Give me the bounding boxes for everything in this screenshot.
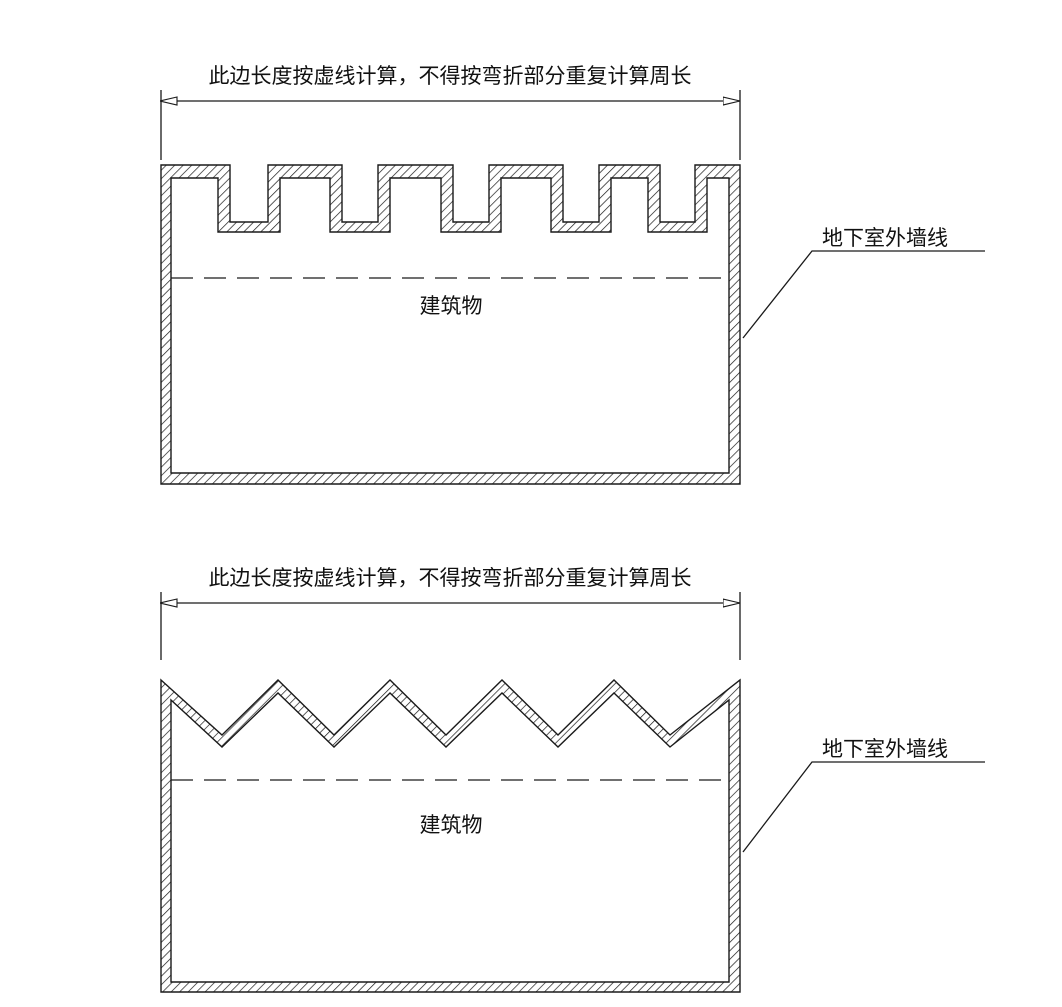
leader-line-top xyxy=(742,250,985,339)
dimension-line-top xyxy=(161,90,741,160)
figure-zigzag: 此边长度按虚线计算，不得按弯折部分重复计算周长 建筑物 地下室外墙线 xyxy=(160,566,985,993)
basement-wall-rect xyxy=(160,164,741,485)
building-label-top: 建筑物 xyxy=(420,294,483,318)
leader-line-bottom xyxy=(742,761,985,853)
wall-label-top: 地下室外墙线 xyxy=(822,226,948,250)
dimension-line-bottom xyxy=(161,592,741,660)
basement-wall-zigzag xyxy=(160,678,741,993)
wall-label-bottom: 地下室外墙线 xyxy=(822,737,948,761)
dimension-label-top: 此边长度按虚线计算，不得按弯折部分重复计算周长 xyxy=(209,64,692,88)
dimension-label-bottom: 此边长度按虚线计算，不得按弯折部分重复计算周长 xyxy=(209,566,692,590)
building-label-bottom: 建筑物 xyxy=(420,813,483,837)
figure-rect-recess: 此边长度按虚线计算，不得按弯折部分重复计算周长 建筑物 地下室外墙线 xyxy=(160,64,985,485)
